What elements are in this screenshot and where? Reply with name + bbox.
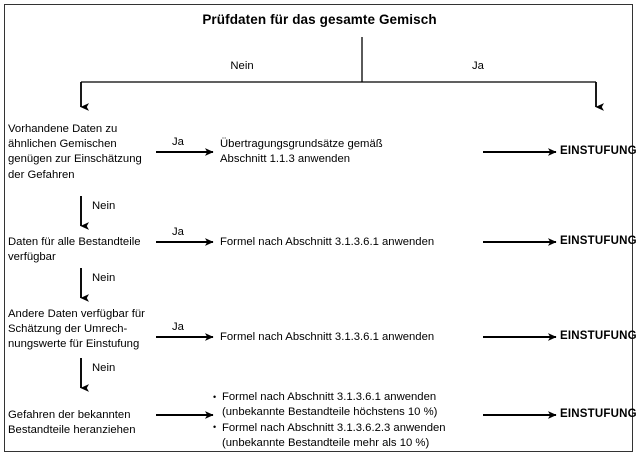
branch-label-ja: Ja — [472, 60, 484, 72]
result-row-2: EINSTUFUNG — [560, 235, 637, 247]
yes-label-row-1: Ja — [172, 136, 184, 148]
no-label-row-3: Nein — [92, 362, 116, 374]
question-row-4: Gefahren der bekannten Bestandteile hera… — [8, 409, 136, 437]
result-row-1: EINSTUFUNG — [560, 145, 637, 157]
result-row-3: EINSTUFUNG — [560, 330, 637, 342]
page-title: Prüfdaten für das gesamte Gemisch — [202, 12, 437, 27]
question-row-1: Vorhandene Daten zu ähnlichen Gemischen … — [8, 123, 142, 181]
action-row-2: Formel nach Abschnitt 3.1.3.6.1 anwenden — [220, 236, 435, 248]
action-row-1: Übertragungsgrundsätze gemäß Abschnitt 1… — [220, 138, 383, 166]
diagram-border — [4, 4, 633, 452]
no-label-row-1: Nein — [92, 200, 116, 212]
result-row-4: EINSTUFUNG — [560, 408, 637, 420]
action-row-3: Formel nach Abschnitt 3.1.3.6.1 anwenden — [220, 331, 435, 343]
yes-label-row-2: Ja — [172, 226, 184, 238]
action-bullets-row-4: Formel nach Abschnitt 3.1.3.6.1 anwenden… — [213, 390, 483, 452]
yes-label-row-3: Ja — [172, 321, 184, 333]
no-label-row-2: Nein — [92, 272, 116, 284]
branch-label-nein: Nein — [230, 60, 254, 72]
question-row-3: Andere Daten verfügbar für Schätzung der… — [8, 308, 145, 351]
question-row-2: Daten für alle Bestandteile verfügbar — [8, 236, 141, 264]
action-bullet-1: Formel nach Abschnitt 3.1.3.6.1 anwenden… — [213, 390, 483, 421]
action-bullet-2: Formel nach Abschnitt 3.1.3.6.2.3 anwend… — [213, 420, 483, 452]
